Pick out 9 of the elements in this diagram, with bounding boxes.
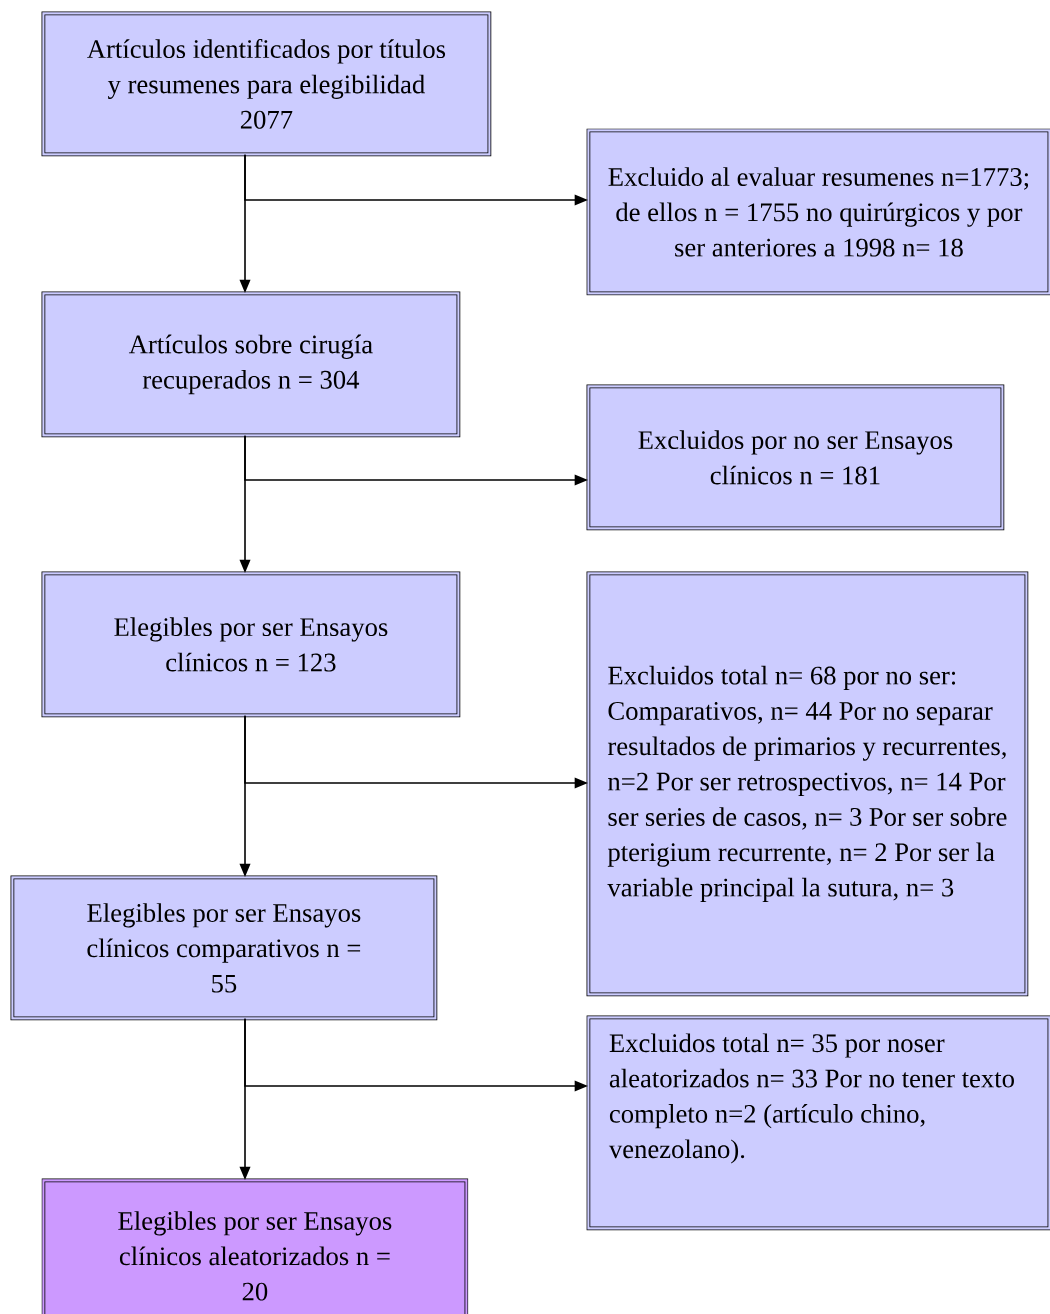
- exclusion-box: Excluidos total n= 35 por noser aleatorizados n= 33 Por no tener texto completo n=2 (artículo chino, venezolano).: [586, 1015, 1050, 1231]
- exclusion-box: Excluido al evaluar resumenes n=1773; de ellos n = 1755 no quirúrgicos y por ser anteriores a 1998 n= 18: [586, 128, 1050, 296]
- process-box: Artículos sobre cirugía recuperados n = 304: [41, 291, 461, 438]
- process-box: Elegibles por ser Ensayos clínicos comparativos n = 55: [10, 875, 438, 1021]
- process-box: Elegibles por ser Ensayos clínicos n = 123: [41, 571, 461, 718]
- exclusion-box: Excluidos total n= 68 por no ser: Comparativos, n= 44 Por no separar resultados de primarios y recurrentes, n=2 Por ser retrospectivos, n= 14 Por ser series de casos, n= 3 Por ser sobre pterigium recurrente, n= 2 Por ser la variable principal la sutura, n= 3: [586, 571, 1029, 997]
- process-box: Artículos identificados por títulos y resumenes para elegibilidad 2077: [41, 11, 492, 157]
- exclusion-box: Excluidos por no ser Ensayos clínicos n = 181: [586, 384, 1005, 531]
- process-box: Elegibles por ser Ensayos clínicos aleatorizados n = 20: [41, 1178, 469, 1314]
